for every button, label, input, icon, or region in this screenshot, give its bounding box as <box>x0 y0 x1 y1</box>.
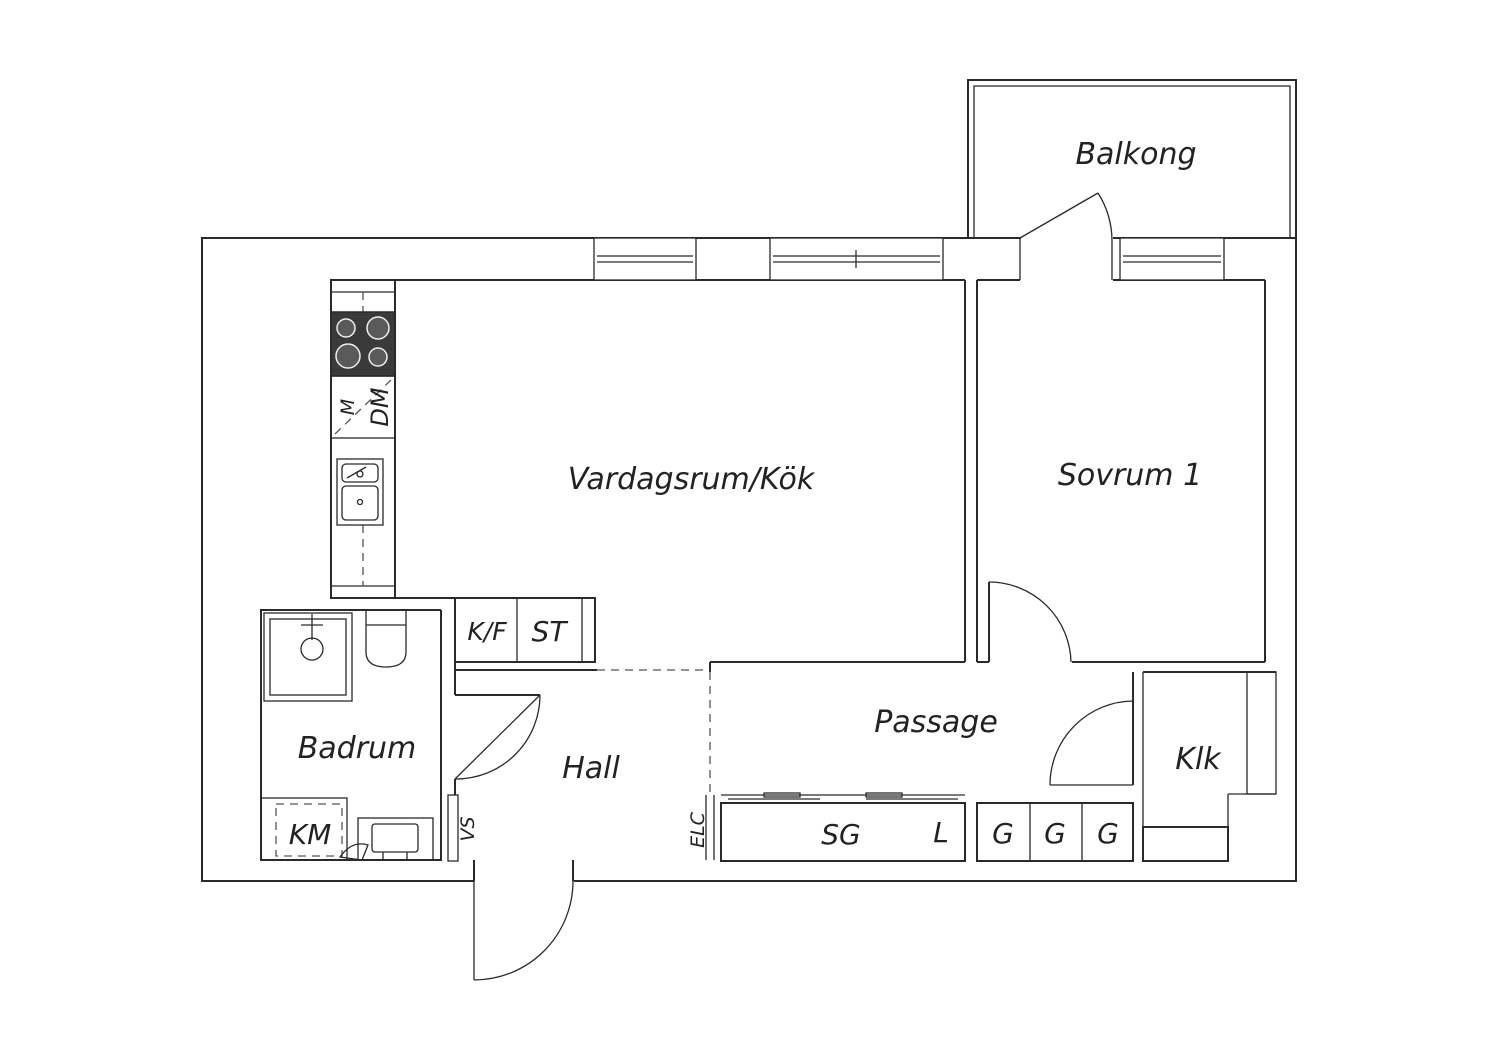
g-label-3: G <box>1097 817 1119 850</box>
kitchen-sink-icon <box>336 458 384 526</box>
windows <box>593 237 1225 281</box>
sovrum-label: Sovrum 1 <box>1058 458 1202 493</box>
closet: Klk <box>1049 671 1277 862</box>
balcony-door <box>1019 192 1113 284</box>
vs-label: VS <box>457 816 479 841</box>
badrum-label: Badrum <box>298 731 417 766</box>
passage: SG L G G G Passage <box>720 280 1266 862</box>
g-label-1: G <box>992 817 1014 850</box>
appliance-m-dm: M DM <box>330 375 396 439</box>
bathroom: KM Badrum <box>260 598 540 861</box>
dm-label: DM <box>366 387 394 426</box>
sg-label: SG <box>821 818 860 851</box>
km-label: KM <box>289 818 332 851</box>
kf-st-cabinets: K/F ST <box>454 597 596 663</box>
g-label-2: G <box>1044 817 1066 850</box>
l-label: L <box>933 816 949 849</box>
vardagsrum-kok-label: Vardagsrum/Kök <box>568 462 816 497</box>
elc-label: ELC <box>687 811 709 848</box>
kf-label: K/F <box>467 617 507 646</box>
hall-label: Hall <box>562 751 620 786</box>
living-room-walls <box>331 280 978 795</box>
st-label: ST <box>532 615 569 648</box>
balkong-label: Balkong <box>1075 137 1196 172</box>
m-label: M <box>337 399 359 415</box>
bathroom-door <box>454 694 541 780</box>
hall: VS ELC Hall <box>447 669 715 981</box>
stove-icon <box>330 311 396 377</box>
klk-label: Klk <box>1175 742 1222 777</box>
passage-label: Passage <box>874 705 998 740</box>
